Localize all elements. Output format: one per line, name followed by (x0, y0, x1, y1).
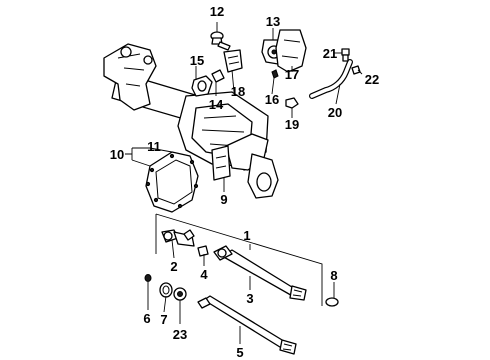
callout-17: 17 (285, 67, 299, 82)
part-21-vent-cap (341, 48, 350, 62)
callout-7: 7 (160, 312, 167, 327)
part-8-seal (325, 297, 339, 307)
part-5-outer-shaft (197, 295, 297, 355)
leader-lines (125, 22, 363, 344)
callout-3: 3 (246, 291, 253, 306)
callout-21: 21 (323, 46, 337, 61)
part-15-bracket (191, 75, 213, 97)
callout-labels: 1 2 3 4 5 6 7 8 9 10 11 12 13 14 15 16 1… (110, 4, 379, 360)
callout-8: 8 (330, 268, 337, 283)
part-17-skid-plate (275, 29, 307, 73)
callout-19: 19 (285, 117, 299, 132)
callout-1: 1 (243, 228, 250, 243)
axle-housing (103, 43, 279, 199)
differential-cover (145, 151, 199, 213)
callout-23: 23 (173, 327, 187, 342)
callout-15: 15 (190, 53, 204, 68)
callout-6: 6 (143, 311, 150, 326)
axle-shaft-assembly-box (155, 213, 323, 306)
part-3-inner-shaft (213, 245, 307, 301)
part-23-seal (173, 287, 187, 301)
callout-12: 12 (210, 4, 224, 19)
callout-20: 20 (328, 105, 342, 120)
callout-22: 22 (365, 72, 379, 87)
part-12-vent-fitting (210, 31, 231, 51)
callout-9: 9 (220, 192, 227, 207)
callout-16: 16 (265, 92, 279, 107)
part-16-bolt (271, 69, 279, 79)
part-2-u-joint (161, 229, 195, 247)
part-7-bearing (159, 282, 173, 298)
callout-14: 14 (209, 97, 224, 112)
part-6-plug (144, 274, 152, 282)
callout-10: 10 (110, 147, 124, 162)
part-22-clamp (351, 65, 361, 75)
callout-5: 5 (236, 345, 243, 360)
part-4-bushing (197, 245, 209, 257)
callout-4: 4 (200, 267, 208, 282)
callout-11: 11 (147, 139, 161, 154)
callout-18: 18 (231, 84, 245, 99)
part-19-connector (285, 97, 299, 109)
part-14-clip (211, 69, 225, 83)
part-20-vent-hose (309, 59, 353, 99)
callout-13: 13 (266, 14, 280, 29)
callout-2: 2 (170, 259, 177, 274)
part-18-plate (223, 49, 243, 73)
